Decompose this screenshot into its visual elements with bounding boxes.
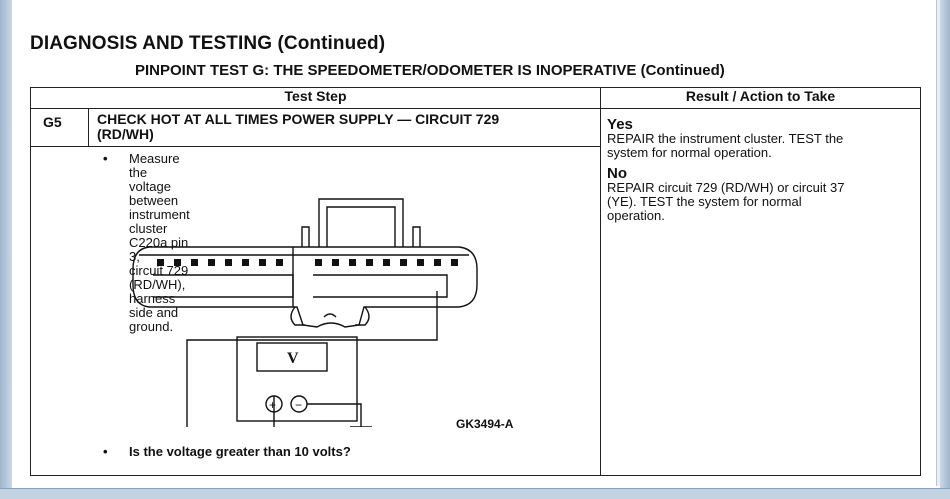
result-no-line3: operation. bbox=[607, 208, 665, 223]
connector-voltmeter-diagram: V + − bbox=[132, 198, 478, 427]
pinpoint-test-title: PINPOINT TEST G: THE SPEEDOMETER/ODOMETE… bbox=[135, 62, 725, 79]
window-frame-right bbox=[940, 0, 950, 499]
column-header-result: Result / Action to Take bbox=[600, 87, 922, 109]
window-frame-left bbox=[0, 0, 12, 499]
window-frame-bottom bbox=[0, 488, 950, 499]
bullet-dot: • bbox=[103, 444, 108, 459]
figure-id: GK3494-A bbox=[456, 417, 514, 431]
result-yes-line2: system for normal operation. bbox=[607, 145, 772, 160]
bullet-dot: • bbox=[103, 151, 108, 166]
step-title-row: G5 CHECK HOT AT ALL TIMES POWER SUPPLY —… bbox=[30, 108, 922, 476]
instruction-text: Measure the voltage between instrument c… bbox=[129, 152, 190, 334]
meter-label: V bbox=[287, 350, 299, 367]
step-title: CHECK HOT AT ALL TIMES POWER SUPPLY — CI… bbox=[87, 108, 602, 147]
meter-plus-icon: + bbox=[269, 398, 276, 412]
instruction-line2: circuit 729 (RD/WH), harness side and gr… bbox=[129, 263, 189, 334]
step-body-row: • Measure the voltage between instrument… bbox=[29, 146, 921, 476]
negative-lead bbox=[307, 403, 362, 427]
connector-pins bbox=[157, 259, 458, 266]
voltmeter bbox=[236, 336, 358, 422]
step-id: G5 bbox=[30, 108, 89, 147]
connector-body bbox=[132, 246, 478, 328]
step-title-line1: CHECK HOT AT ALL TIMES POWER SUPPLY — CI… bbox=[97, 111, 500, 127]
step-body-cell: • Measure the voltage between instrument… bbox=[29, 146, 602, 476]
page-heading: DIAGNOSIS AND TESTING (Continued) bbox=[30, 33, 386, 54]
meter-minus-icon: − bbox=[295, 398, 302, 412]
column-header-test-step: Test Step bbox=[29, 87, 602, 109]
connector-latch bbox=[318, 198, 404, 247]
positive-lead bbox=[186, 291, 438, 427]
result-no-line2: (YE). TEST the system for normal bbox=[607, 194, 802, 209]
result-no-line1: REPAIR circuit 729 (RD/WH) or circuit 37 bbox=[607, 180, 845, 195]
step-title-line2: (RD/WH) bbox=[97, 126, 154, 142]
question-text: Is the voltage greater than 10 volts? bbox=[129, 444, 351, 459]
document-page: DIAGNOSIS AND TESTING (Continued) PINPOI… bbox=[14, 0, 934, 486]
test-step-table: Test Step Result / Action to Take G5 CHE… bbox=[29, 87, 922, 476]
result-no-label: No bbox=[607, 165, 628, 182]
table-header-row: Test Step Result / Action to Take bbox=[29, 87, 922, 109]
instruction-line1: Measure the voltage between instrument c… bbox=[129, 151, 190, 264]
result-yes-line1: REPAIR the instrument cluster. TEST the bbox=[607, 131, 844, 146]
window-frame-inner bbox=[936, 0, 941, 486]
result-yes-label: Yes bbox=[607, 116, 633, 133]
result-cell: Yes REPAIR the instrument cluster. TEST … bbox=[600, 108, 922, 476]
